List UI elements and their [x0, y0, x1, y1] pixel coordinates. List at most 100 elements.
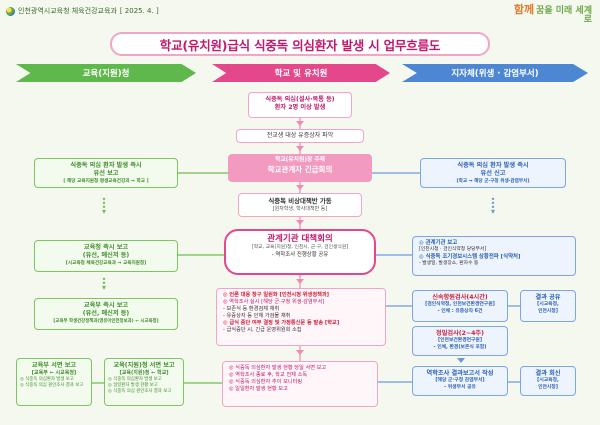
mid-step-followup: ◎ 식중독 의심환자 발생 현황 당일 서면 보고 ◎ 역학조사 종료 후, 학… [222, 361, 378, 407]
org-name: 인천광역시교육청 체육건강교육과 [18, 7, 117, 15]
right-step-result-reply: 결과 회신 [시교육청, 인천시청] [520, 366, 576, 396]
followup-item: ◎ 일일환자 발생 현황 보고 [229, 386, 288, 393]
connector-right-agency [376, 254, 412, 256]
left-step-ministry-title: 교육부 즉시 보고 [83, 302, 129, 309]
response-item: ◎ 급식 중단 여부 결정 및 가정통신문 등 발송 [학교] [223, 320, 340, 327]
column-header-local-government: 지자체(위생 · 감염부서) [402, 64, 588, 82]
left-step-office-report: 교육청 즉시 보고 (유선, 메신저 등) [시교육청 체육건강교육과 → 교육… [34, 240, 178, 272]
response-item: - 급식중단 시, 긴급 운영위원회 소집 [223, 327, 302, 334]
connector-right-meeting [372, 172, 420, 174]
right-step-rapid-line: - 인체 : 유증상자 6건 [437, 308, 483, 314]
result-share-line: [시교육청, [537, 302, 559, 308]
left-step-office-written-sub: [교육(지원)청 ← 학교] [119, 370, 169, 377]
response-item: ◎ 역학조사 실시 [해당 군·구청 위생·감염부서] [223, 299, 325, 306]
connector-right-followup [378, 381, 412, 383]
right-step-rapid-title: 신속항원검사(4시간) [432, 294, 488, 301]
left-step-ministry-sub: (유선, 메신저 등) [82, 310, 130, 318]
right-step-phone-sub: 유선 신고 [480, 170, 506, 178]
office-written-item: ◎ 식중독 의심환자 발생 보고 [108, 377, 162, 383]
left-step-office-written: 교육(지원)청 서면 보고 [교육(지원)청 ← 학교] ◎ 식중독 의심환자 … [104, 358, 184, 406]
left-step-phone-title: 식중독 의심 환자 발생 즉시 [70, 162, 142, 169]
office-written-item: ◎ 식중독 의심 원인조사 결과 보고 [108, 388, 172, 394]
right-step-phone-title: 식중독 의심 환자 발생 즉시 [457, 162, 529, 169]
mid-step-task-force: 식중독 비상대책반 가동 [원자학생, 학사대책반 등] [238, 193, 362, 217]
dotted-arrow-icon: •••▾ [101, 195, 107, 216]
left-step-ministry-note: [교육부 학생건강정책과(영유아안전정보과) ← 시교육청] [53, 318, 159, 324]
connector-left-written [92, 382, 104, 384]
arrow-down-icon [296, 185, 304, 190]
arrow-down-icon [296, 220, 304, 225]
mid-step-emergency-meeting: 학교(유치원)장 주재 학교관계자 긴급회의 [228, 154, 372, 182]
mid-step-survey: 전교생 대상 유증상자 파악 [236, 129, 364, 143]
brand-line2: 꿈을 미래 세계로 [536, 6, 592, 25]
right-step-epi-line: [해당 군·구청 감염부서] [435, 378, 485, 384]
mid-step-outbreak-line2: 환자 2명 이상 발생 [274, 104, 326, 112]
arrow-down-icon [296, 121, 304, 126]
arrow-down-icon [457, 358, 465, 363]
connector-right-response [386, 305, 412, 307]
arrow-down-icon [296, 350, 304, 355]
result-share-title: 결과 공유 [535, 294, 561, 301]
left-step-ministry-written-title: 교육부 서면 보고 [31, 362, 77, 369]
left-step-office-sub: (유선, 메신저 등) [82, 252, 130, 260]
result-reply-title: 결과 회신 [535, 370, 561, 377]
response-item: - 유증상자 등 인체 가검물 채취 [223, 313, 291, 320]
mid-step-emergency-line2: 학교관계자 긴급회의 [267, 164, 333, 174]
mid-step-task-force-line1: 식중독 비상대책반 가동 [268, 197, 332, 205]
left-step-office-title: 교육청 즉시 보고 [83, 244, 129, 251]
mid-step-agency-line1: [학교, 교육(지원)청, 인천시, 군·구, 검인생식원] [251, 245, 349, 251]
mid-step-agency-title: 관계기관 대책회의 [267, 234, 333, 244]
left-step-ministry-written-sub: [교육부 ← 시교육청] [31, 370, 77, 377]
left-step-phone-sub: 유선 보고 [93, 170, 119, 178]
left-step-office-note: [시교육청 체육건강교육과 → 교육지원청] [65, 260, 147, 266]
right-step-precise-line: [인천보건환경연구원] [437, 338, 483, 344]
left-step-ministry-report: 교육부 즉시 보고 (유선, 메신저 등) [교육부 학생건강정책과(영유아안전… [34, 298, 178, 330]
right-step-phone-note: [학교 → 해당 군·구청 위생·감염부서] [456, 178, 530, 184]
mid-step-emergency-line1: 학교(유치원)장 주재 [275, 157, 325, 163]
result-share-line: 인천시청] [538, 308, 558, 314]
column-header-education-office: 교육(지원)청 [16, 64, 196, 82]
header-org: 인천광역시교육청 체육건강교육과 [ 2025. 4. ] [6, 6, 159, 16]
arrow-down-icon [296, 279, 304, 284]
right-step-rapid-line: [검인식약청, 인천보건환경연구원] [425, 302, 495, 308]
left-step-office-written-title: 교육(지원)청 서면 보고 [113, 362, 175, 369]
brand-line1: 함께 [513, 3, 535, 16]
right-step-epi-line: - 위생부서 공유 [444, 384, 476, 390]
dotted-arrow-icon: •••▾ [490, 195, 496, 216]
ministry-written-item: ◎ 식중독 의심환자 발생 보고 [20, 377, 74, 383]
document-date: [ 2025. 4. ] [119, 7, 159, 15]
right-step-precise-line: - 인체, 환경(보존식 포함) [433, 344, 487, 350]
arrow-down-icon [296, 146, 304, 151]
right-step-result-share: 결과 공유 [시교육청, 인천시청] [520, 290, 576, 322]
right-step-phone-report: 식중독 의심 환자 발생 즉시 유선 신고 [학교 → 해당 군·구청 위생·감… [420, 158, 566, 188]
connector-right-reply [508, 381, 520, 383]
right-step-epi-title: 역학조사 결과보고서 작성 [426, 370, 494, 377]
dotted-arrow-icon: ••▾ [101, 275, 107, 292]
mid-step-task-force-line2: [원자학생, 학사대책반 등] [272, 205, 328, 212]
followup-item: ◎ 식중독 의심환자 발생 현황 당일 서면 보고 [229, 365, 327, 371]
agency-report-item: - 발생일, 발생장소, 환자수 등 [419, 261, 479, 267]
mid-step-agency-line2: - 역학조사 진행상황 공유 [271, 251, 329, 258]
right-step-epidemiology-report: 역학조사 결과보고서 작성 [해당 군·구청 감염부서] - 위생부서 공유 [412, 366, 508, 396]
connector-left-followup [184, 382, 222, 384]
connector-left-agency [178, 254, 224, 256]
left-step-ministry-written: 교육부 서면 보고 [교육부 ← 시교육청] ◎ 식중독 의심환자 발생 보고 … [16, 358, 92, 406]
mid-step-response: ◎ 언론 대응 창구 일원화 [인천시청 위생정책과] ◎ 역학조사 실시 [해… [216, 288, 386, 346]
followup-item: ◎ 역학조사 종료 후, 학교 전체 소독 [229, 372, 308, 379]
result-reply-line: 인천시청] [538, 384, 558, 390]
right-step-agency-report: ◎ 관계기관 보고 [인천시청 · 검인식약청 당당부서] ◎ 식중독 조기경보… [412, 236, 576, 276]
result-reply-line: [시교육청, [537, 378, 559, 384]
followup-item: ◎ 식중독 의심환자 추이 모니터링 [229, 379, 303, 386]
response-item: - 보존식 등 환경검체 채취 [223, 306, 280, 313]
right-step-precise-test: 정밀검사(2~4주) [인천보건환경연구원] - 인체, 환경(보존식 포함) [412, 326, 508, 356]
brand-logo: 함께 꿈을 미래 세계로 [506, 4, 592, 30]
left-step-phone-report: 식중독 의심 환자 발생 즉시 유선 보고 [ 해당 교육지원청 평생교육건강과… [34, 158, 178, 188]
office-written-item: ◎ 일일환자 발생 현황 보고 [108, 383, 158, 389]
mid-step-outbreak: 식중독 의심(설사·복통 등) 환자 2명 이상 발생 [248, 92, 352, 118]
education-office-logo-icon [6, 6, 15, 16]
right-step-rapid-test: 신속항원검사(4시간) [검인식약청, 인천보건환경연구원] - 인체 : 유증… [412, 290, 508, 322]
connector-right-share [508, 305, 520, 307]
response-item: ◎ 언론 대응 창구 일원화 [인천시청 위생정책과] [223, 292, 330, 298]
agency-report-item: ◎ 관계기관 보고 [419, 240, 458, 246]
mid-step-outbreak-line1: 식중독 의심(설사·복통 등) [265, 96, 335, 103]
